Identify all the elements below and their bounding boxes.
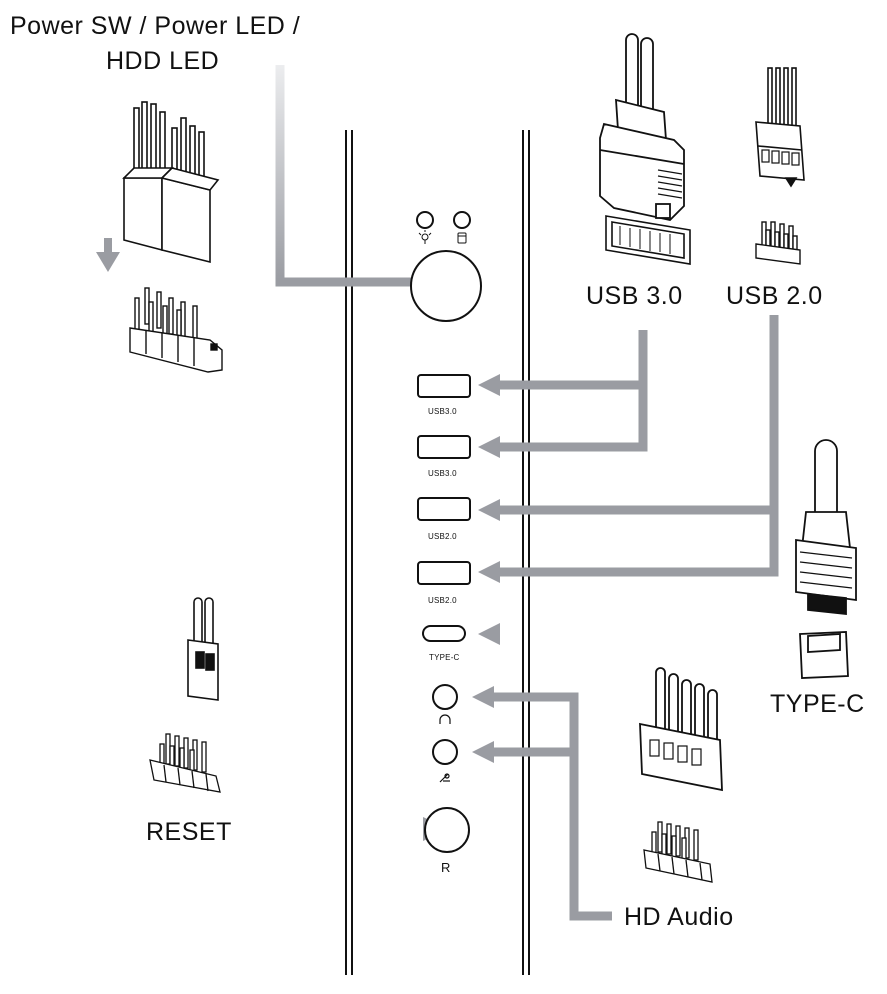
typec-port-label: TYPE-C	[429, 653, 460, 662]
microphone-icon	[439, 773, 450, 783]
typec-port	[422, 625, 466, 642]
audio-arrowhead-2	[472, 741, 494, 763]
hdd-icon	[457, 232, 467, 244]
headphone-icon	[439, 714, 451, 724]
power-sw-connector	[122, 101, 220, 264]
typec-plug	[795, 439, 857, 615]
usb-port-1-label: USB3.0	[428, 407, 457, 416]
usb30-header	[605, 215, 691, 265]
usb30-arrowhead-2	[478, 436, 500, 458]
usb-port-2-label: USB3.0	[428, 469, 457, 478]
reset-connector	[187, 597, 219, 701]
hd-audio-plug	[639, 667, 723, 792]
usb20-arrow-path	[496, 315, 779, 577]
power-led	[416, 211, 434, 229]
usb20-header-label: USB 2.0	[726, 282, 823, 310]
usb20-header	[755, 221, 801, 265]
usb30-arrow-path	[496, 330, 648, 452]
panel-edge-left	[345, 130, 353, 975]
usb20-arrowhead-2	[478, 561, 500, 583]
usb-port-2	[417, 435, 471, 459]
usb20-arrowhead-1	[478, 499, 500, 521]
bulb-icon	[418, 230, 432, 244]
reset-button	[424, 807, 470, 853]
hd-audio-label: HD Audio	[624, 903, 734, 931]
power-label-line2: HDD LED	[106, 47, 220, 75]
power-sw-header-pins	[129, 287, 223, 373]
usb20-plug	[755, 67, 805, 188]
usb-port-3	[417, 497, 471, 521]
power-button	[410, 250, 482, 322]
headphone-jack	[432, 684, 458, 710]
usb-port-1	[417, 374, 471, 398]
power-label-line1: Power SW / Power LED /	[10, 12, 301, 40]
hdd-led	[453, 211, 471, 229]
typec-header	[799, 631, 849, 679]
power-arrow-path	[275, 65, 420, 287]
panel-edge-right	[522, 130, 530, 975]
usb30-arrowhead-1	[478, 374, 500, 396]
usb30-plug	[599, 33, 685, 221]
typec-arrowhead	[478, 623, 500, 645]
typec-header-label: TYPE-C	[770, 690, 865, 718]
usb-port-3-label: USB2.0	[428, 532, 457, 541]
usb-port-4	[417, 561, 471, 585]
audio-arrow-path	[490, 692, 612, 921]
mic-jack	[432, 739, 458, 765]
hd-audio-header	[643, 821, 713, 883]
down-arrow-icon	[96, 238, 120, 272]
audio-arrowhead-1	[472, 686, 494, 708]
usb30-header-label: USB 3.0	[586, 282, 683, 310]
reset-label: RESET	[146, 818, 232, 846]
reset-mark: R	[441, 860, 451, 875]
reset-header	[149, 733, 221, 793]
usb-port-4-label: USB2.0	[428, 596, 457, 605]
